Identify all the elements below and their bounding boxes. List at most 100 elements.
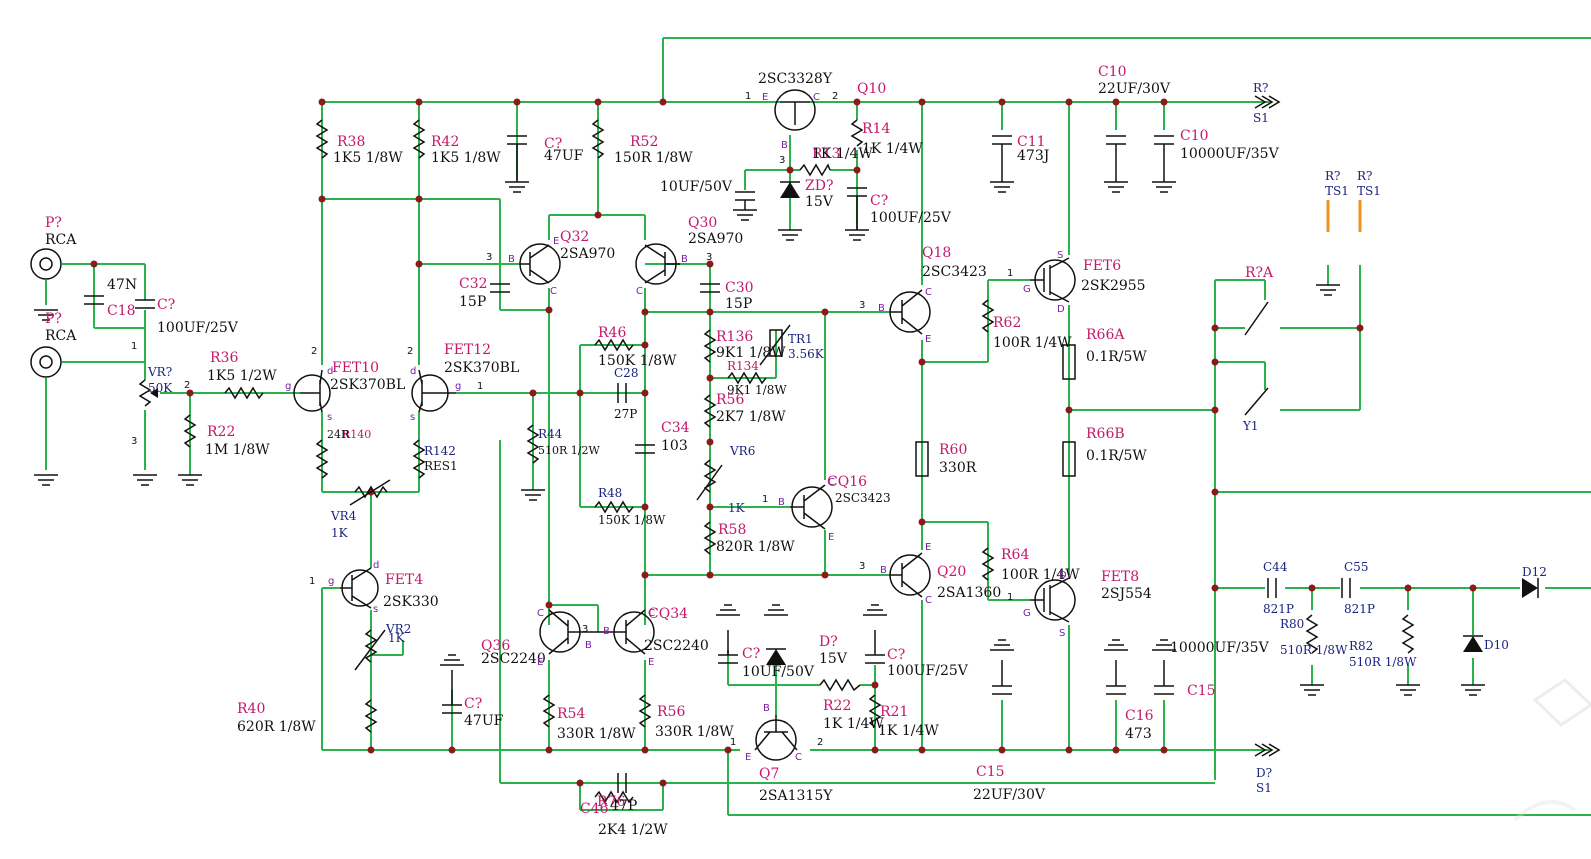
r38-ref: R38 xyxy=(337,134,365,150)
svg-text:E: E xyxy=(925,334,931,345)
c46-value: 47P xyxy=(610,798,637,814)
svg-text:3: 3 xyxy=(859,300,865,311)
r60-ref: R60 xyxy=(939,442,967,458)
svg-text:E: E xyxy=(553,236,559,247)
svg-text:1: 1 xyxy=(1007,592,1013,603)
r14-value: 1K 1/4W xyxy=(862,141,923,157)
r64-ref: R64 xyxy=(1001,547,1029,563)
c44-value: 821P xyxy=(1263,602,1294,616)
q30-ref: Q30 xyxy=(688,215,717,231)
pb-ref: P? xyxy=(45,311,62,327)
dq-value: 15V xyxy=(819,651,848,667)
svg-text:d: d xyxy=(410,366,416,377)
r136-value: 9K1 1/8W xyxy=(716,345,786,361)
transistors xyxy=(293,89,1076,761)
r82-value: 510R 1/8W xyxy=(1349,655,1417,669)
svg-text:g: g xyxy=(285,381,291,392)
svg-text:s: s xyxy=(327,412,332,423)
zd-ref: ZD? xyxy=(805,178,833,194)
svg-text:G: G xyxy=(1023,284,1031,295)
r62-value: 100R 1/4W xyxy=(993,335,1072,351)
r58-ref: R58 xyxy=(718,522,746,538)
r40-value: 620R 1/8W xyxy=(237,719,316,735)
r56a-ref: R56 xyxy=(716,392,744,408)
ts1b-ref: R? xyxy=(1357,169,1372,183)
svg-text:B: B xyxy=(878,303,885,314)
r46-value: 150K 1/8W xyxy=(598,353,677,369)
svg-text:D: D xyxy=(1057,304,1065,315)
pb-value: RCA xyxy=(45,328,77,344)
r36-value: 1K5 1/2W xyxy=(207,368,277,384)
svg-text:1: 1 xyxy=(1007,268,1013,279)
c10a-value: 22UF/30V xyxy=(1098,81,1171,97)
q32-ref: Q32 xyxy=(560,229,589,245)
svg-text:C: C xyxy=(828,477,835,488)
tr1-value: 3.56K xyxy=(788,347,825,361)
r48-ref: R48 xyxy=(598,486,622,500)
r142-ref: R142 xyxy=(424,444,456,458)
vr4-value: 1K xyxy=(331,526,349,540)
q10-value: 2SC3328Y xyxy=(758,71,833,87)
svg-text:B: B xyxy=(880,565,887,576)
r64-value: 100R 1/4W xyxy=(1001,567,1080,583)
fet12-value: 2SK370BL xyxy=(444,360,519,376)
r46-ref: R46 xyxy=(598,325,626,341)
r36-ref: R36 xyxy=(210,350,238,366)
r66b-ref: R66B xyxy=(1086,426,1125,442)
rq1-net: S1 xyxy=(1253,111,1269,125)
r134-value: 9K1 1/8W xyxy=(727,383,787,397)
r42-value: 1K5 1/8W xyxy=(431,150,501,166)
cq16-value: 2SC3423 xyxy=(835,491,891,505)
svg-text:g: g xyxy=(455,381,461,392)
pa-ref: P? xyxy=(45,215,62,231)
c30-ref: C30 xyxy=(725,280,754,296)
c16-value: 473 xyxy=(1125,726,1152,742)
svg-text:1: 1 xyxy=(730,737,736,748)
c18-ref: C18 xyxy=(107,303,136,319)
r58-value: 820R 1/8W xyxy=(716,539,795,555)
r136-ref: R136 xyxy=(716,329,753,345)
svg-text:S: S xyxy=(1059,628,1065,639)
c32-value: 15P xyxy=(459,294,486,310)
ts1b-net: TS1 xyxy=(1357,184,1381,198)
fet4-ref: FET4 xyxy=(385,572,423,588)
tr1-ref: TR1 xyxy=(788,332,813,346)
r56a-value: 2K7 1/8W xyxy=(716,409,786,425)
r140-ref: R140 xyxy=(342,428,371,441)
svg-text:E: E xyxy=(537,657,543,668)
c10a-ref: C10 xyxy=(1098,64,1127,80)
svg-text:C: C xyxy=(636,286,643,297)
r76-ref: R76 xyxy=(597,794,625,810)
fet4-value: 2SK330 xyxy=(383,594,439,610)
vr-ref: VR? xyxy=(147,365,172,379)
svg-text:2: 2 xyxy=(311,346,317,357)
vr-value: 50K xyxy=(148,381,173,395)
cq47-ref: C? xyxy=(544,136,562,152)
q10-ref: Q10 xyxy=(857,81,886,97)
svg-text:C: C xyxy=(795,752,802,763)
q36-ref: Q36 xyxy=(481,638,510,654)
r62-ref: R62 xyxy=(993,315,1021,331)
svg-text:E: E xyxy=(828,532,834,543)
q20-ref: Q20 xyxy=(937,564,966,580)
diodes xyxy=(766,181,1539,665)
fet6-ref: FET6 xyxy=(1083,258,1121,274)
svg-text:3: 3 xyxy=(859,561,865,572)
svg-text:B: B xyxy=(781,140,788,151)
fet12-ref: FET12 xyxy=(444,342,491,358)
cq34-value: 2SC2240 xyxy=(644,638,709,654)
capacitors xyxy=(84,135,1351,793)
ground-symbols xyxy=(34,181,1485,696)
r66b-value: 0.1R/5W xyxy=(1086,448,1147,464)
fet8-ref: FET8 xyxy=(1101,569,1139,585)
cq16-ref: CQ16 xyxy=(827,474,867,490)
r44-value: 510R 1/2W xyxy=(538,444,600,457)
fet6-value: 2SK2955 xyxy=(1081,278,1146,294)
fet8-value: 2SJ554 xyxy=(1101,586,1152,602)
r80-ref: R80 xyxy=(1280,617,1304,631)
svg-text:E: E xyxy=(745,752,751,763)
c15b-ref: C15 xyxy=(976,764,1005,780)
c55-ref: C55 xyxy=(1344,560,1368,574)
dq-ref: D? xyxy=(819,634,838,650)
svg-text:B: B xyxy=(603,626,610,637)
